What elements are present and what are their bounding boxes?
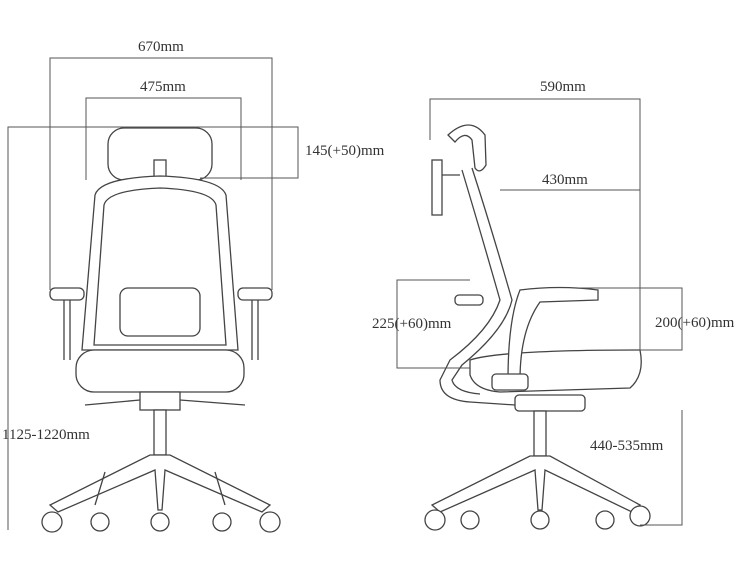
- total-height-label: 1125-1220mm: [2, 427, 90, 443]
- overall-width-label: 670mm: [138, 39, 184, 55]
- dimension-lines: [7, 57, 683, 530]
- armrest-adjust-label: 200(+60)mm: [655, 315, 735, 331]
- front-chair: [41, 127, 281, 533]
- seat-height-label: 440-535mm: [590, 438, 664, 454]
- back-width-label: 475mm: [140, 79, 186, 95]
- overall-depth-label: 590mm: [540, 79, 586, 95]
- seat-depth-label: 430mm: [542, 172, 588, 188]
- lumbar-adjust-label: 225(+60)mm: [372, 316, 452, 332]
- side-chair: [424, 124, 651, 531]
- headrest-adjust-label: 145(+50)mm: [305, 143, 385, 159]
